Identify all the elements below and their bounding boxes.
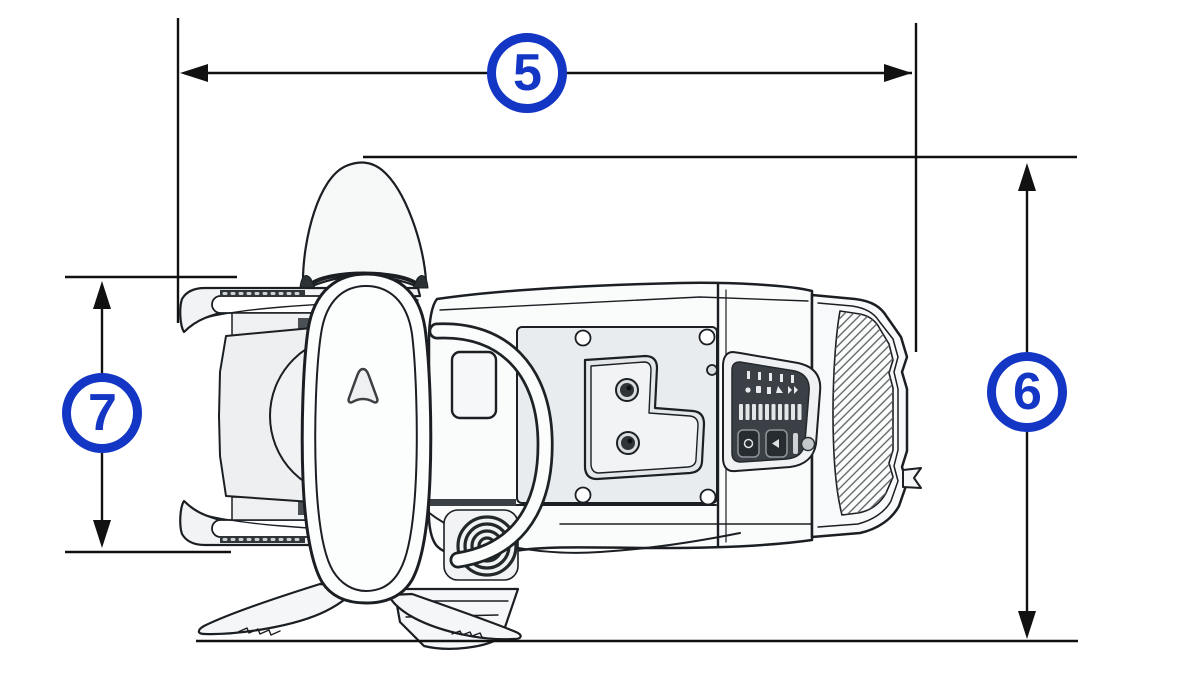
arrowhead-right	[884, 64, 912, 82]
arrowhead-left	[180, 64, 208, 82]
callout-5-label: 5	[513, 44, 542, 102]
motor-pod	[300, 272, 433, 605]
arrowhead-down	[1018, 611, 1036, 639]
panel-buttons	[737, 429, 816, 458]
motor-illustration	[179, 161, 922, 650]
release-latch	[902, 467, 922, 489]
propeller-blade-right	[387, 592, 522, 641]
callout-5-badge: 5	[487, 33, 567, 113]
status-icons	[745, 371, 798, 394]
battery-gauge-leds	[739, 404, 802, 420]
fin-blade-up	[299, 161, 429, 289]
arrowhead-up	[1018, 163, 1036, 191]
propeller-blade-left	[197, 582, 358, 636]
mount-bracket-head	[810, 293, 922, 539]
indicator-led	[800, 436, 816, 452]
arrowhead-up	[93, 281, 111, 309]
callout-7-label: 7	[88, 384, 117, 442]
steering-cable	[428, 322, 554, 569]
callout-7-badge: 7	[62, 373, 142, 453]
callout-6-label: 6	[1013, 363, 1042, 421]
arrowhead-down	[93, 520, 111, 548]
propeller	[197, 582, 522, 650]
power-button	[737, 429, 760, 458]
mounting-plate	[516, 326, 718, 506]
callout-6-badge: 6	[987, 352, 1067, 432]
control-panel	[722, 351, 822, 473]
access-door	[450, 350, 498, 420]
screw	[616, 431, 640, 455]
screw	[615, 378, 639, 402]
brand-arrow-icon	[347, 367, 379, 404]
